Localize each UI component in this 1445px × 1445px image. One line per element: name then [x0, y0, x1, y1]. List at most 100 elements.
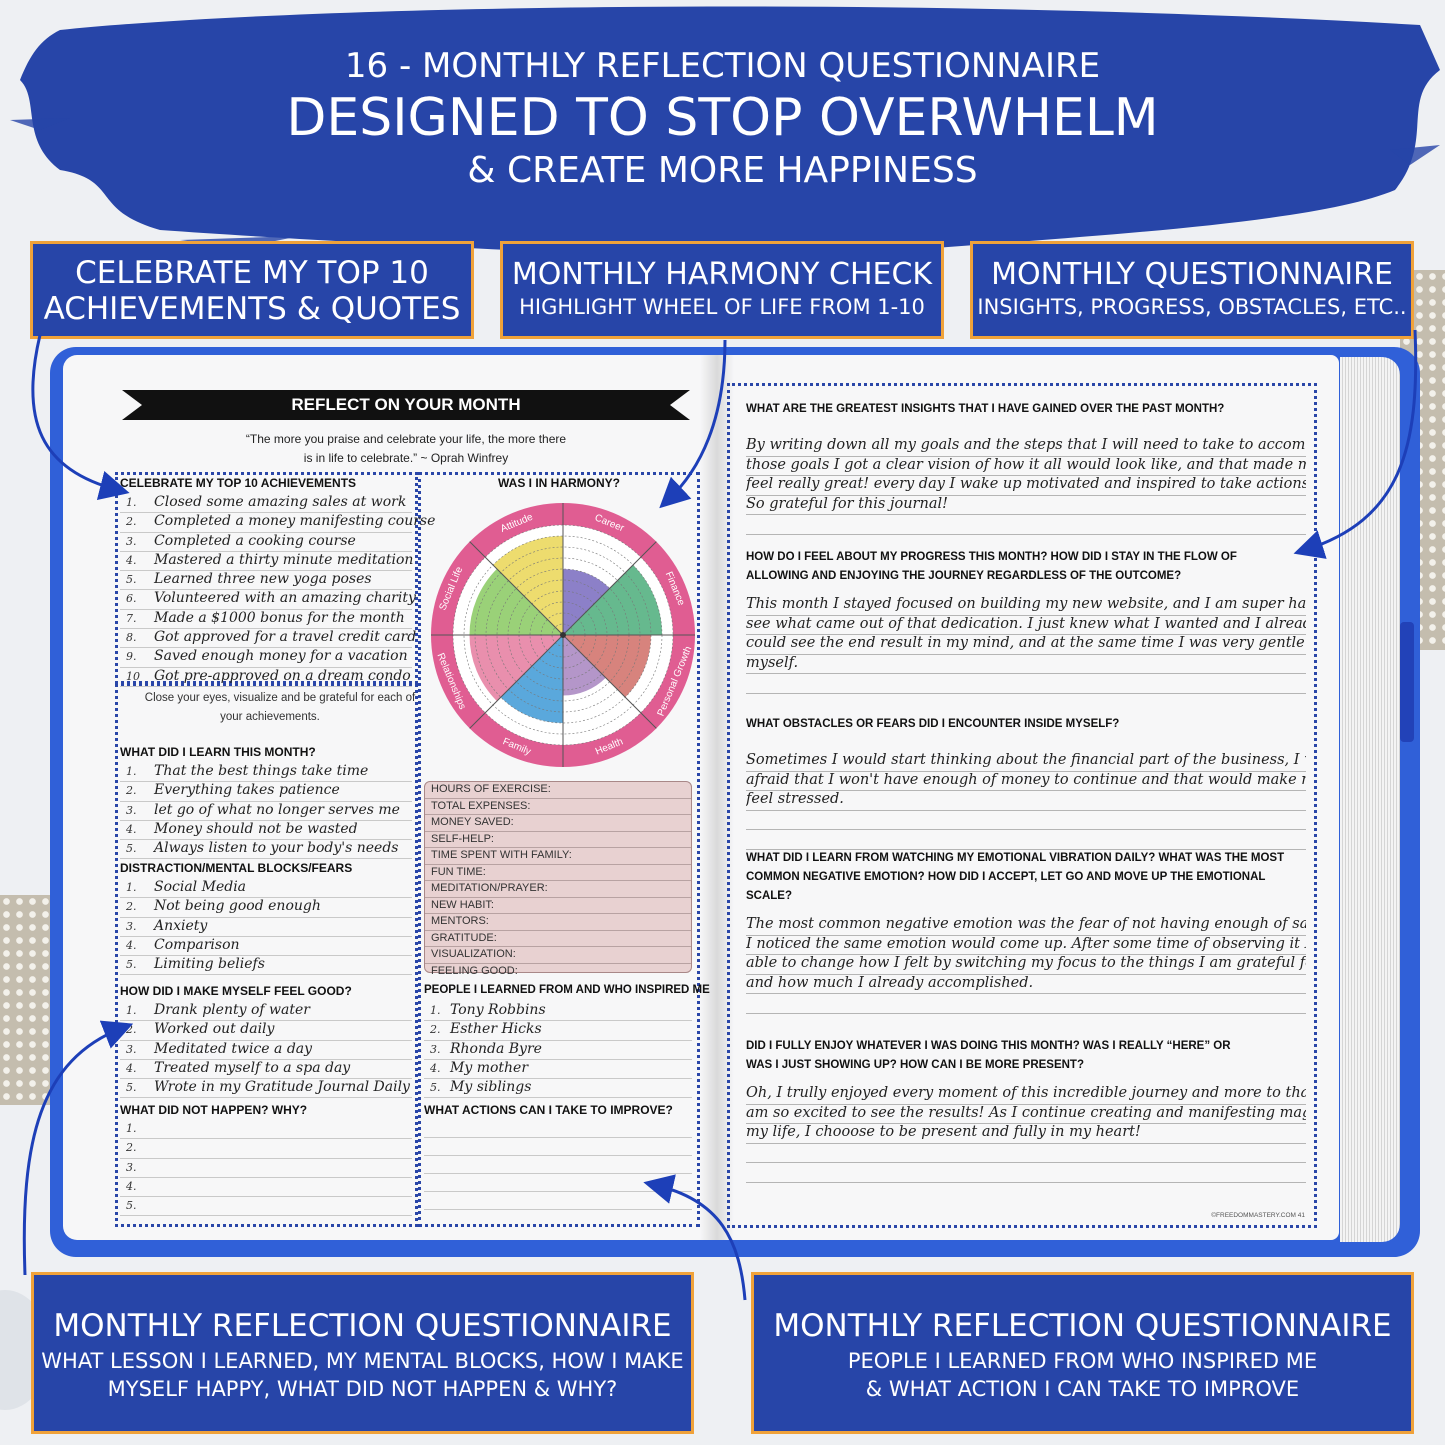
callout-bottom-right: MONTHLY REFLECTION QUESTIONNAIRE PEOPLE … — [751, 1272, 1414, 1434]
list-item: 1.Closed some amazing sales at work — [120, 494, 412, 514]
question-block-5: DID I FULLY ENJOY WHATEVER I WAS DOING T… — [746, 1037, 1306, 1183]
list-item: 1.Drank plenty of water — [120, 1002, 412, 1022]
list-item: 5.Limiting beliefs — [120, 956, 412, 976]
question-block-1: WHAT ARE THE GREATEST INSIGHTS THAT I HA… — [746, 400, 1306, 535]
list-item: 5.Always listen to your body's needs — [120, 840, 412, 860]
list-item: 3. — [120, 1159, 412, 1178]
question-text: DID I FULLY ENJOY WHATEVER I WAS DOING T… — [746, 1040, 1231, 1052]
brush-stroke-banner — [10, 6, 1440, 262]
elastic-band — [1400, 622, 1414, 742]
callout-bottom-right-line3: & WHAT ACTION I CAN TAKE TO IMPROVE — [865, 1376, 1300, 1401]
page-edges — [1340, 357, 1400, 1242]
stat-row: TIME SPENT WITH FAMILY: — [425, 848, 691, 865]
callout-top-mid: MONTHLY HARMONY CHECK HIGHLIGHT WHEEL OF… — [500, 241, 944, 339]
list-item: 2.Not being good enough — [120, 898, 412, 918]
stat-row: GRATITUDE: — [425, 931, 691, 947]
wheel-spoke — [469, 541, 564, 636]
list-item: 4. — [120, 1178, 412, 1198]
list-item: 8.Got approved for a travel credit card — [120, 629, 416, 649]
close-eyes-line1: Close your eyes, visualize and be gratef… — [144, 692, 416, 704]
callout-bottom-right-line1: MONTHLY REFLECTION QUESTIONNAIRE — [773, 1308, 1392, 1344]
list-item: 2.Worked out daily — [120, 1021, 412, 1041]
callout-bottom-left-line3: MYSELF HAPPY, WHAT DID NOT HAPPEN & WHY? — [107, 1376, 618, 1401]
list-item: 4.Comparison — [120, 937, 412, 957]
list-item: 9.Saved enough money for a vacation — [120, 648, 412, 668]
feel-good-list: 1.Drank plenty of water 2.Worked out dai… — [120, 1002, 412, 1099]
callout-top-right: MONTHLY QUESTIONNAIRE INSIGHTS, PROGRESS… — [970, 241, 1414, 339]
question-text: WHAT OBSTACLES OR FEARS DID I ENCOUNTER … — [746, 718, 1120, 730]
not-happen-list: 1. 2. 3. 4. 5. — [120, 1120, 412, 1217]
wheel-segment — [469, 568, 563, 635]
list-item: 3.let go of what no longer serves me — [120, 802, 412, 821]
question-block-3: WHAT OBSTACLES OR FEARS DID I ENCOUNTER … — [746, 715, 1306, 850]
blocks-heading: DISTRACTION/MENTAL BLOCKS/FEARS — [120, 861, 353, 875]
question-block-4: WHAT DID I LEARN FROM WATCHING MY EMOTIO… — [746, 849, 1306, 1014]
callout-bottom-left-line2: WHAT LESSON I LEARNED, MY MENTAL BLOCKS,… — [41, 1348, 684, 1373]
learn-list: 1.That the best things take time 2.Every… — [120, 763, 412, 860]
wheel-segment — [469, 635, 563, 702]
list-item: 1. — [120, 1120, 412, 1140]
achievements-list: 1.Closed some amazing sales at work 2.Co… — [120, 494, 435, 687]
banner-line2: DESIGNED TO STOP OVERWHELM — [286, 88, 1159, 148]
callout-bottom-right-line2: PEOPLE I LEARNED FROM WHO INSPIRED ME — [847, 1348, 1318, 1373]
wheel-segment — [563, 569, 610, 635]
actions-lines — [424, 1120, 692, 1216]
people-heading: PEOPLE I LEARNED FROM AND WHO INSPIRED M… — [424, 984, 710, 996]
question-block-2: HOW DO I FEEL ABOUT MY PROGRESS THIS MON… — [746, 548, 1306, 694]
achievements-heading: CELEBRATE MY TOP 10 ACHIEVEMENTS — [120, 476, 357, 490]
list-item: 5.Wrote in my Gratitude Journal Daily — [120, 1079, 412, 1099]
blocks-list: 1.Social Media 2.Not being good enough 3… — [120, 879, 412, 976]
right-column-box — [418, 472, 700, 1227]
question-text: WHAT ARE THE GREATEST INSIGHTS THAT I HA… — [746, 403, 1225, 415]
stat-row: MEDITATION/PRAYER: — [425, 881, 691, 898]
question-text: ALLOWING AND ENJOYING THE JOURNEY REGARD… — [746, 570, 1182, 582]
wheel-segment — [492, 536, 563, 635]
left-page-title: REFLECT ON YOUR MONTH — [291, 395, 521, 414]
not-happen-heading: WHAT DID NOT HAPPEN? WHY? — [120, 1103, 308, 1117]
wheel-segment — [563, 635, 651, 698]
question-text: COMMON NEGATIVE EMOTION? HOW DID I ACCEP… — [746, 871, 1266, 883]
people-list: 1.Tony Robbins 2.Esther Hicks 3.Rhonda B… — [424, 1002, 692, 1099]
achievements-box — [115, 472, 418, 684]
banner-line1: 16 - MONTHLY REFLECTION QUESTIONNAIRE — [344, 46, 1101, 86]
questions-box — [727, 383, 1317, 1228]
right-page — [717, 355, 1339, 1240]
callout-bottom-left: MONTHLY REFLECTION QUESTIONNAIRE WHAT LE… — [31, 1272, 694, 1434]
wheel-center — [560, 632, 566, 638]
stat-row: HOURS OF EXERCISE: — [425, 782, 691, 799]
callout-top-mid-line1: MONTHLY HARMONY CHECK — [511, 257, 933, 292]
wheel-segment — [500, 635, 563, 723]
callout-top-mid-line2: HIGHLIGHT WHEEL OF LIFE FROM 1-10 — [519, 294, 925, 319]
list-item: 3.Anxiety — [120, 918, 412, 937]
left-column-box — [115, 684, 418, 1227]
stat-row: SELF-HELP: — [425, 832, 691, 848]
stat-row: TOTAL EXPENSES: — [425, 799, 691, 815]
question-text: HOW DO I FEEL ABOUT MY PROGRESS THIS MON… — [746, 551, 1237, 563]
list-item: 4.Money should not be wasted — [120, 821, 412, 841]
title-ribbon: REFLECT ON YOUR MONTH — [122, 390, 690, 420]
question-text: SCALE? — [746, 890, 792, 902]
list-item: 1.That the best things take time — [120, 763, 412, 783]
list-item: 5. — [120, 1197, 412, 1217]
wheel-segment — [563, 635, 606, 696]
quote-line1: “The more you praise and celebrate your … — [245, 432, 567, 446]
stat-row: VISUALIZATION: — [425, 947, 691, 964]
callout-top-left: CELEBRATE MY TOP 10 ACHIEVEMENTS & QUOTE… — [30, 241, 474, 339]
callout-top-left-line2: ACHIEVEMENTS & QUOTES — [43, 290, 461, 327]
list-item: 2. — [120, 1139, 412, 1159]
list-item: 4.Treated myself to a spa day — [120, 1060, 412, 1080]
list-item: 1.Tony Robbins — [424, 1002, 692, 1022]
list-item: 4.Mastered a thirty minute meditation — [120, 552, 413, 572]
list-item: 3.Rhonda Byre — [424, 1041, 692, 1060]
list-item: 2.Esther Hicks — [424, 1021, 692, 1041]
wheel-spoke — [562, 634, 657, 729]
ribbon-shape — [122, 390, 690, 420]
close-eyes-line2: your achievements. — [220, 711, 320, 723]
answer-lines: By writing down all my goals and the ste… — [746, 437, 1306, 535]
stat-row: MENTORS: — [425, 914, 691, 931]
callout-top-right-line1: MONTHLY QUESTIONNAIRE — [991, 257, 1393, 292]
stat-row: FEELING GOOD: — [431, 964, 518, 977]
answer-lines: The most common negative emotion was the… — [746, 916, 1306, 1014]
